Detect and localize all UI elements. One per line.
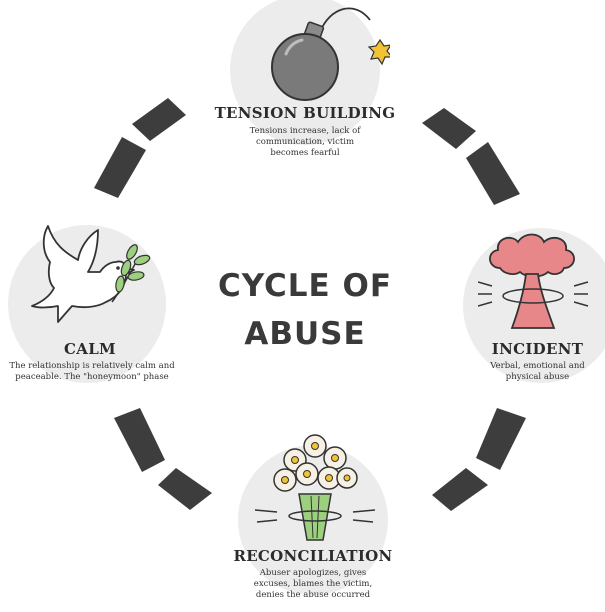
bomb-icon	[271, 7, 390, 101]
arrow-tension-to-incident-1	[422, 108, 476, 149]
arrow-tension-to-incident-2	[466, 142, 520, 205]
incident-title: INCIDENT	[491, 340, 584, 358]
reconciliation-title: RECONCILIATION	[233, 547, 393, 565]
diagram-title: CYCLE OF ABUSE	[200, 262, 410, 358]
arrow-calm-to-tension-1	[94, 137, 146, 198]
reconciliation-description: Abuser apologizes, gives excuses, blames…	[223, 568, 403, 601]
tension-desc-line: Tensions increase, lack of	[249, 126, 361, 136]
tension-title: TENSION BUILDING	[214, 104, 396, 122]
reconciliation-desc-line: excuses, blames the victim,	[253, 579, 373, 589]
reconciliation-desc-line: denies the abuse occurred	[255, 590, 371, 600]
calm-desc-line: The relationship is relatively calm and	[9, 361, 175, 371]
incident-desc-line: Verbal, emotional and	[490, 361, 585, 371]
tension-description: Tensions increase, lack of communication…	[220, 126, 390, 159]
reconciliation-desc-line: Abuser apologizes, gives	[259, 568, 367, 578]
arrow-calm-to-tension-2	[132, 98, 186, 141]
flower-bouquet-icon	[255, 434, 375, 541]
arrow-reconciliation-to-calm-1	[158, 468, 212, 510]
diagram-title-line-1: CYCLE OF	[217, 268, 393, 304]
explosion-icon	[478, 233, 589, 329]
arrow-incident-to-reconciliation-2	[432, 468, 488, 511]
calm-description: The relationship is relatively calm and …	[2, 361, 182, 383]
tension-desc-line: becomes fearful	[270, 148, 340, 158]
diagram-title-line-2: ABUSE	[244, 316, 366, 352]
incident-desc-line: physical abuse	[505, 372, 570, 382]
arrow-reconciliation-to-calm-2	[114, 408, 165, 472]
calm-desc-line: peaceable. The "honeymoon" phase	[15, 372, 169, 382]
incident-description: Verbal, emotional and physical abuse	[475, 361, 600, 383]
arrow-incident-to-reconciliation-1	[476, 408, 526, 470]
tension-desc-line: communication, victim	[255, 137, 355, 147]
calm-title: CALM	[64, 340, 116, 358]
dove-icon	[31, 225, 151, 323]
